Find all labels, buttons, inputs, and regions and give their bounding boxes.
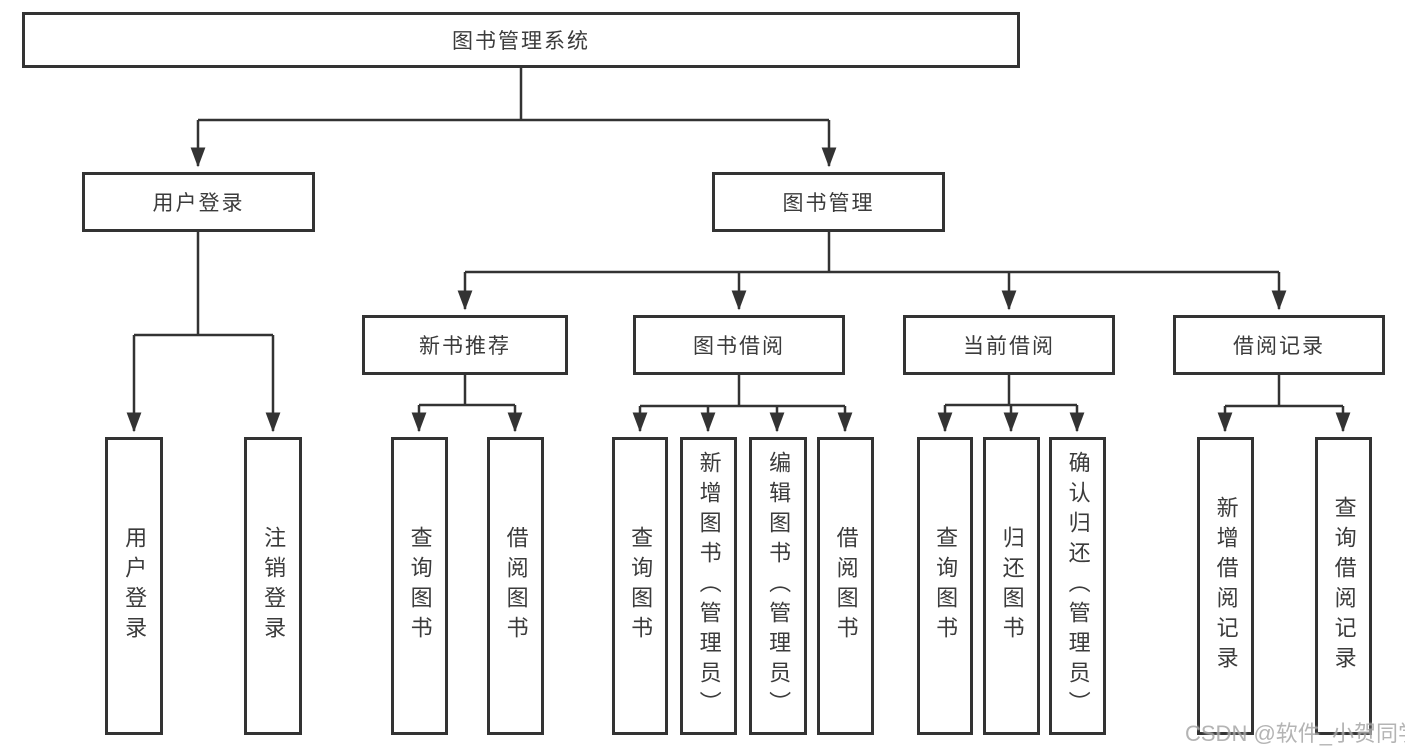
leaf-user-login: 用户登录 [105,437,163,735]
leaf-label: 查询图书 [407,526,433,646]
leaf-query-borrow-record: 查询借阅记录 [1315,437,1372,735]
node-borrow-records: 借阅记录 [1173,315,1385,375]
leaf-borrow-books: 借阅图书 [817,437,874,735]
leaf-return-books: 归还图书 [983,437,1040,735]
node-current-borrow: 当前借阅 [903,315,1115,375]
node-label: 图书管理 [782,192,875,215]
node-label: 借阅记录 [1233,335,1325,358]
leaf-query-books-recommend: 查询图书 [391,437,448,735]
node-label: 图书借阅 [693,335,785,358]
leaf-add-books-admin: 新增图书（管理员） [680,437,737,735]
leaf-label: 新增借阅记录 [1213,496,1239,676]
leaf-label: 借阅图书 [503,526,529,646]
node-library-management-system: 图书管理系统 [22,12,1020,68]
leaf-label: 注销登录 [261,526,287,646]
node-label: 当前借阅 [963,335,1055,358]
node-book-borrow: 图书借阅 [633,315,845,375]
leaf-label: 新增图书（管理员） [696,451,722,721]
leaf-edit-books-admin: 编辑图书（管理员） [749,437,807,735]
node-new-book-recommend: 新书推荐 [362,315,568,375]
node-label: 用户登录 [152,192,245,215]
leaf-label: 查询借阅记录 [1331,496,1357,676]
csdn-watermark: CSDN @软件_小贺同学 [1185,721,1405,746]
node-label: 新书推荐 [419,335,511,358]
leaf-logout: 注销登录 [244,437,302,735]
leaf-label: 借阅图书 [833,526,859,646]
leaf-label: 用户登录 [122,526,148,646]
leaf-query-books-borrow: 查询图书 [612,437,668,735]
leaf-label: 查询图书 [933,526,959,646]
leaf-confirm-return-admin: 确认归还（管理员） [1049,437,1106,735]
leaf-query-books-current: 查询图书 [917,437,973,735]
leaf-label: 确认归还（管理员） [1065,451,1091,721]
leaf-label: 编辑图书（管理员） [766,451,792,721]
leaf-label: 归还图书 [999,526,1025,646]
leaf-borrow-books-recommend: 借阅图书 [487,437,544,735]
leaf-add-borrow-record: 新增借阅记录 [1197,437,1254,735]
node-book-management: 图书管理 [712,172,945,232]
node-user-login: 用户登录 [82,172,315,232]
node-label: 图书管理系统 [452,30,590,53]
leaf-label: 查询图书 [628,526,654,646]
